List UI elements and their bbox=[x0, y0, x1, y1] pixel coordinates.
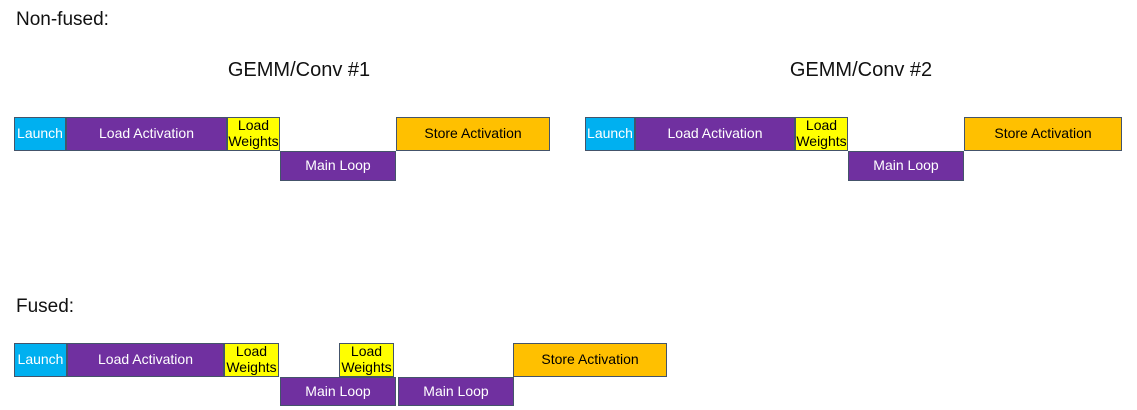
gemm-conv-2-title: GEMM/Conv #2 bbox=[789, 59, 933, 81]
nonfused2-store-activation-block: Store Activation bbox=[964, 117, 1122, 151]
nonfused1-load-activation-block: Load Activation bbox=[66, 117, 227, 151]
non-fused-section-label: Non-fused: bbox=[16, 9, 109, 30]
fused-load-weights-2-block: Load Weights bbox=[339, 343, 394, 377]
nonfused2-load-weights-block: Load Weights bbox=[795, 117, 848, 151]
fused-main-loop-2-block: Main Loop bbox=[398, 377, 514, 406]
nonfused1-launch-block: Launch bbox=[14, 117, 66, 151]
fused-section-label: Fused: bbox=[16, 296, 75, 317]
nonfused1-main-loop-block: Main Loop bbox=[280, 151, 396, 181]
fused-load-weights-1-block: Load Weights bbox=[224, 343, 279, 377]
fused-store-activation-block: Store Activation bbox=[513, 343, 667, 377]
nonfused2-launch-block: Launch bbox=[585, 117, 635, 151]
nonfused1-store-activation-block: Store Activation bbox=[396, 117, 550, 151]
fused-load-activation-block: Load Activation bbox=[67, 343, 224, 377]
nonfused2-load-activation-block: Load Activation bbox=[635, 117, 795, 151]
fused-main-loop-1-block: Main Loop bbox=[280, 377, 396, 406]
nonfused1-load-weights-block: Load Weights bbox=[227, 117, 280, 151]
fused-launch-block: Launch bbox=[14, 343, 67, 377]
gemm-conv-1-title: GEMM/Conv #1 bbox=[227, 59, 371, 81]
nonfused2-main-loop-block: Main Loop bbox=[848, 151, 964, 181]
